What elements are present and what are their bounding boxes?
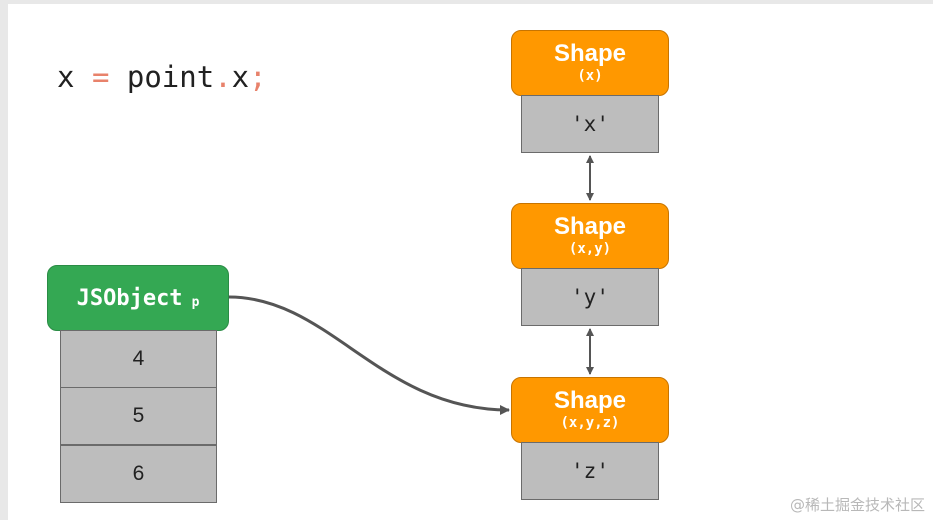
code-line: x = point.x; [57, 60, 267, 94]
shape-properties: (x,y,z) [560, 415, 620, 431]
code-semicolon: ; [249, 60, 267, 94]
watermark: @稀土掘金技术社区 [789, 496, 925, 514]
jsobject-value-cell: 4 [60, 330, 217, 388]
code-object: point [126, 60, 215, 94]
shape-node-x: Shape (x) [511, 30, 669, 96]
code-lhs: x [57, 60, 75, 94]
jsobject-title: JSObject [76, 285, 183, 311]
code-property: x [231, 60, 250, 94]
code-dot: . [214, 60, 232, 94]
jsobject-value-cell: 5 [60, 387, 217, 445]
shape-properties: (x) [577, 68, 603, 84]
shape-title: Shape [553, 40, 627, 67]
shape-key-cell: 'z' [521, 442, 659, 500]
code-equals: = [91, 60, 110, 94]
jsobject-value-cell: 6 [60, 445, 217, 503]
shape-title: Shape [553, 213, 627, 240]
shape-key-cell: 'x' [521, 95, 659, 153]
jsobject-header: JSObject p [47, 265, 229, 331]
frame-left-border [0, 0, 8, 520]
jsobject-to-shape-arrow [228, 295, 510, 415]
shape-properties: (x,y) [568, 241, 612, 257]
shape-node-xy: Shape (x,y) [511, 203, 669, 269]
frame-top-border [0, 0, 933, 4]
shape-key-cell: 'y' [521, 268, 659, 326]
jsobject-variable: p [191, 294, 200, 310]
shape-title: Shape [553, 387, 627, 414]
